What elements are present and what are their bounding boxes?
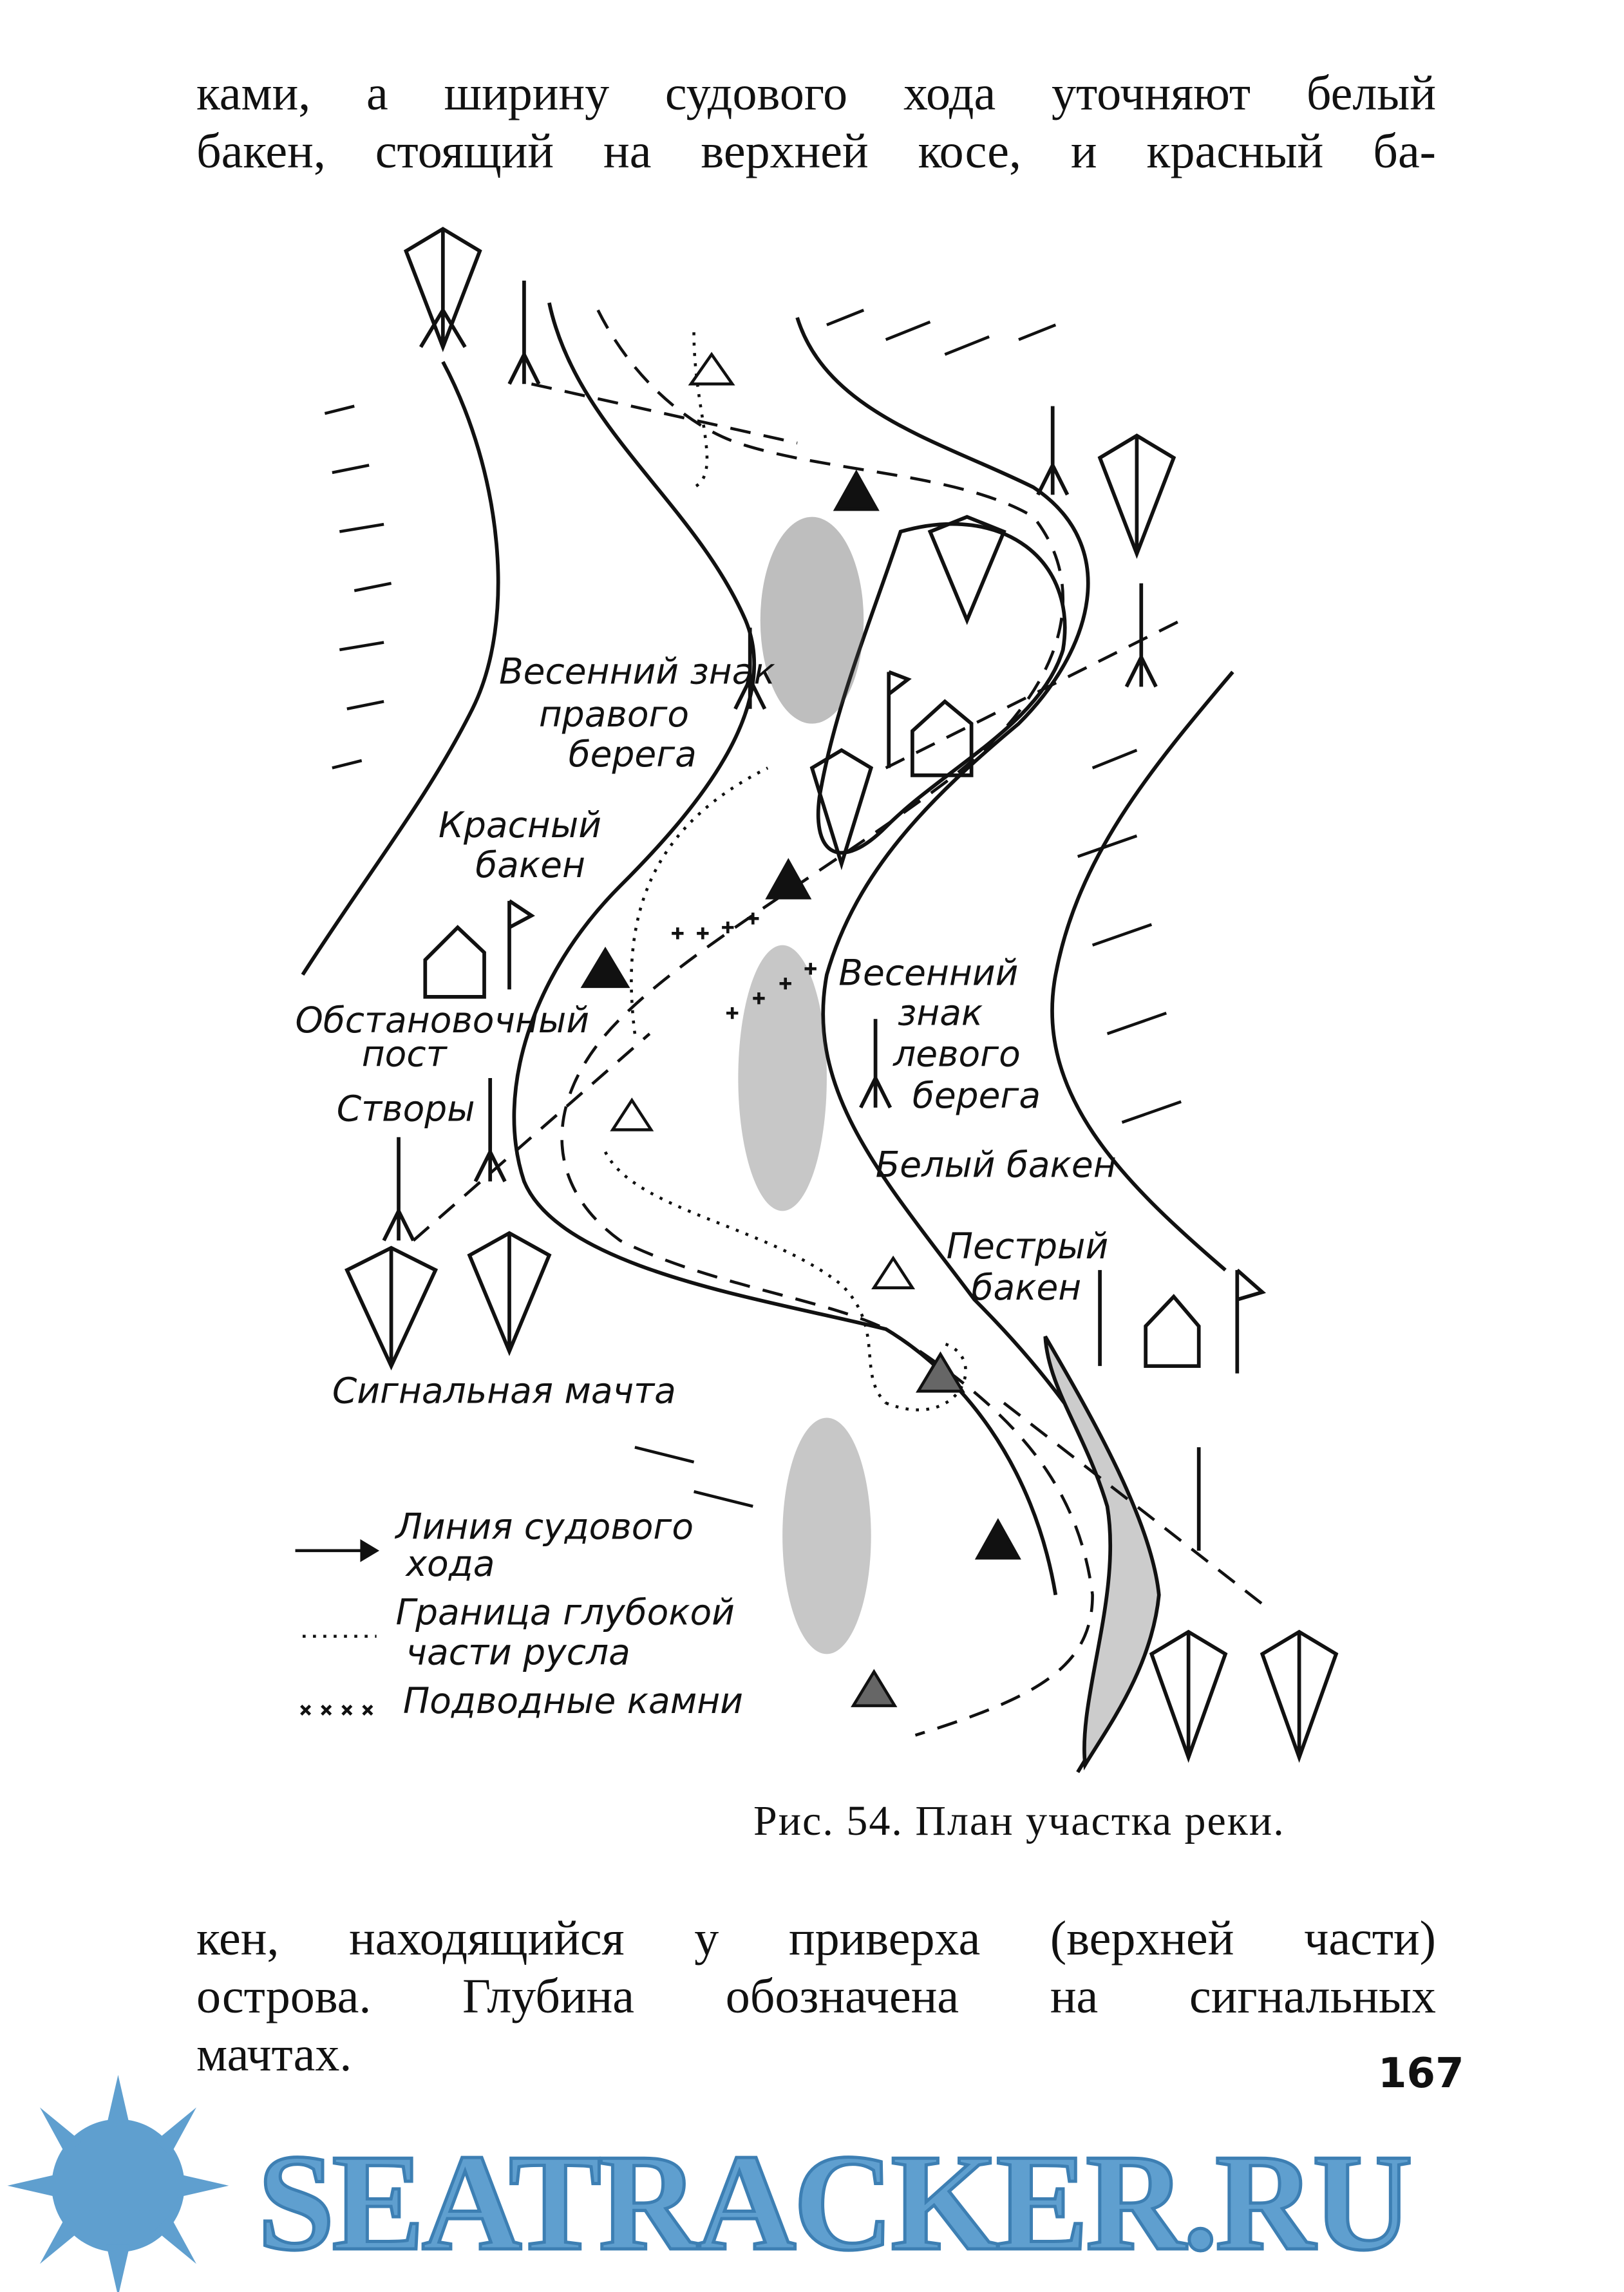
island-hatched: [1043, 1335, 1161, 1771]
post-house-icon: [1144, 1294, 1201, 1369]
label-red-buoy: бакен: [475, 844, 585, 886]
watermark: SEATRACKER.RU: [256, 2124, 1415, 2281]
label-signal-mast: Сигнальная мачта: [332, 1370, 676, 1412]
mottled-buoy-icon: [916, 1351, 965, 1393]
label-spring-right: правого: [539, 694, 689, 735]
label-red-buoy: Красный: [439, 804, 601, 846]
range-line: [412, 382, 1271, 1611]
red-buoy-icon: [765, 858, 812, 900]
post-house-icon: [911, 699, 974, 777]
spring-mark-icon: [733, 627, 767, 710]
text-line: кен, находящийся у приверха (верхней час…: [196, 1911, 1436, 1965]
legend-label: части русла: [406, 1631, 630, 1672]
shore-left-outer: [301, 361, 500, 976]
label-spring-left: Весенний: [838, 952, 1018, 994]
crosses-icon: [300, 1704, 373, 1716]
label-post: пост: [362, 1034, 448, 1075]
island: [816, 522, 1067, 855]
range-mark-icon: [473, 1078, 507, 1182]
signal-mast-icon: [927, 515, 1006, 625]
shore-right-outer: [1050, 670, 1234, 1272]
signal-mast-icon: [403, 227, 482, 352]
label-spring-right: берега: [569, 734, 697, 775]
white-buoy-icon: [610, 1097, 654, 1132]
range-mark-icon: [1036, 406, 1070, 496]
label-range-marks: Створы: [337, 1088, 475, 1130]
shoal: [760, 516, 864, 724]
red-buoy-icon: [974, 1518, 1021, 1560]
spring-mark-icon: [859, 1019, 892, 1109]
red-buoy-icon: [580, 947, 630, 989]
signal-mast-icon: [1097, 433, 1176, 559]
label-spring-right: Весенний знак: [499, 651, 775, 692]
flag-icon: [507, 899, 535, 990]
rocks-icon: [672, 913, 817, 1019]
flag-icon: [1235, 1268, 1267, 1374]
label-mottled-buoy: Пестрый: [947, 1226, 1109, 1267]
range-mark-icon: [1124, 583, 1158, 688]
bank-hatching: [324, 308, 1182, 1508]
label-post: Обстановочный: [296, 999, 590, 1041]
label-spring-left: левого: [892, 1034, 1021, 1075]
label-white-buoy: Белый бакен: [876, 1144, 1117, 1186]
label-spring-left: берега: [912, 1075, 1041, 1116]
paragraph-bottom: кен, находящийся у приверха (верхней час…: [196, 1909, 1436, 2083]
signal-mast-icon: [1260, 1629, 1339, 1763]
legend-label: Подводные камни: [403, 1680, 743, 1721]
mottled-buoy-icon: [851, 1669, 898, 1707]
white-buoy-icon: [871, 1255, 916, 1289]
label-spring-left: знак: [898, 992, 983, 1033]
signal-mast-icon: [809, 748, 874, 871]
shoal: [782, 1417, 871, 1654]
text-line: мачтах.: [196, 2027, 352, 2081]
course-line: [560, 309, 1094, 1737]
sun-logo-icon: [7, 2074, 229, 2292]
signal-mast-icon: [345, 1245, 439, 1371]
range-mark-icon: [507, 280, 541, 385]
text-line: ками, а ширину судового хода уточняют бе…: [196, 66, 1436, 120]
text-line: бакен, стоящий на верхней косе, и красны…: [196, 124, 1436, 178]
deep-channel-boundary: [603, 332, 967, 1412]
legend-label: хода: [405, 1543, 495, 1584]
signal-mast-icon: [1149, 1629, 1228, 1763]
figure-caption: Рис. 54. План участка реки.: [753, 1797, 1285, 1844]
legend-label: Линия судового: [394, 1506, 694, 1547]
paragraph-top: ками, а ширину судового хода уточняют бе…: [196, 64, 1436, 180]
page-number: 167: [1378, 2050, 1464, 2098]
flag-icon: [887, 670, 912, 768]
label-mottled-buoy: бакен: [972, 1267, 1082, 1308]
range-mark-icon: [382, 1137, 415, 1242]
post-house-icon: [423, 925, 486, 999]
signal-mast-icon: [467, 1231, 552, 1356]
shoal: [738, 945, 827, 1211]
white-buoy-icon: [688, 352, 735, 386]
red-buoy-icon: [833, 469, 880, 511]
text-line: острова. Глубина обозначена на сигнальны…: [196, 1969, 1436, 2023]
legend-label: Граница глубокой: [395, 1591, 734, 1633]
